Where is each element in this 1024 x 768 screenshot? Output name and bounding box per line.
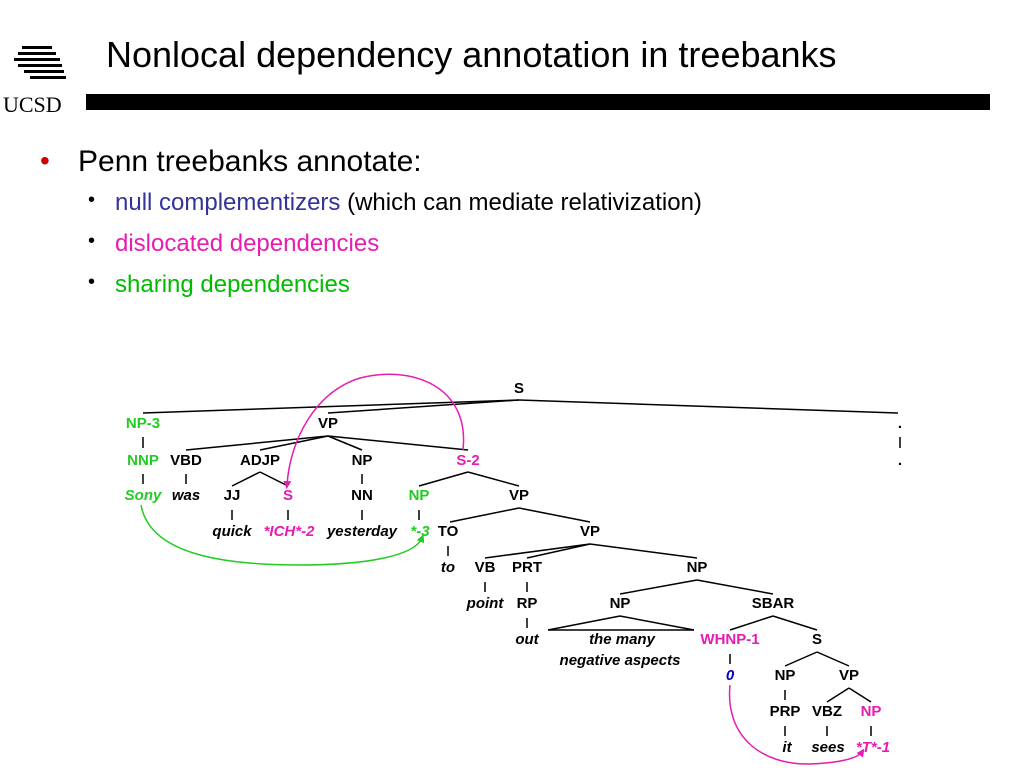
word-sony: Sony bbox=[125, 487, 162, 504]
node-SBAR: SBAR bbox=[752, 595, 795, 612]
null-complementizers-note: (which can mediate relativization) bbox=[340, 189, 702, 216]
node-NP-many: NP bbox=[610, 595, 631, 612]
node-NN: NN bbox=[351, 487, 373, 504]
bullet-dot: • bbox=[40, 145, 50, 176]
branch bbox=[589, 543, 698, 559]
null-complementizer-0: 0 bbox=[726, 667, 735, 684]
bullet-main: • Penn treebanks annotate: bbox=[40, 145, 702, 189]
sharing-dependencies-label: sharing dependencies bbox=[115, 271, 350, 298]
sub-bullet-dot: • bbox=[88, 189, 96, 211]
branch bbox=[185, 435, 329, 451]
branch bbox=[547, 615, 621, 631]
branch bbox=[449, 507, 520, 523]
null-complementizers-label: null complementizers bbox=[115, 189, 341, 216]
sharing-arc bbox=[140, 504, 425, 566]
bullet-dislocated-dependencies: • dislocated dependencies bbox=[40, 230, 702, 271]
node-period-top: . bbox=[898, 415, 902, 432]
trace-3: *-3 bbox=[410, 523, 430, 540]
branch bbox=[518, 399, 899, 414]
node-PRT: PRT bbox=[512, 559, 542, 576]
node-ADJP: ADJP bbox=[240, 452, 280, 469]
sub-bullet-dot: • bbox=[88, 230, 96, 252]
node-PRP: PRP bbox=[770, 703, 801, 720]
node-NP-trace: NP bbox=[861, 703, 882, 720]
node-VP: VP bbox=[318, 415, 338, 432]
node-NP-object: NP bbox=[687, 559, 708, 576]
branch bbox=[729, 615, 774, 631]
bullet-null-complementizers: • null complementizers (which can mediat… bbox=[40, 189, 702, 230]
node-S-root: S bbox=[514, 380, 524, 397]
sub-bullet-dot: • bbox=[88, 271, 96, 293]
branch bbox=[526, 543, 591, 559]
slide-title: Nonlocal dependency annotation in treeba… bbox=[106, 34, 837, 75]
phrase-negative-aspects: negative aspects bbox=[560, 652, 681, 669]
ucsd-logo bbox=[14, 46, 66, 79]
branch bbox=[142, 399, 520, 414]
branch bbox=[518, 507, 591, 523]
trace-ich-2: *ICH*-2 bbox=[264, 523, 316, 540]
node-S-ich: S bbox=[283, 487, 293, 504]
bullet-main-text: Penn treebanks annotate: bbox=[78, 145, 422, 178]
word-to: to bbox=[441, 559, 455, 576]
bullet-sharing-dependencies: • sharing dependencies bbox=[40, 271, 702, 312]
ich-dislocation-arc bbox=[283, 373, 465, 489]
branch bbox=[826, 687, 850, 703]
word-sees: sees bbox=[811, 739, 844, 756]
bullet-list: • Penn treebanks annotate: • null comple… bbox=[40, 145, 702, 312]
branch bbox=[619, 579, 698, 595]
node-VP-2: VP bbox=[509, 487, 529, 504]
word-yesterday: yesterday bbox=[326, 523, 398, 540]
word-point: point bbox=[466, 595, 505, 612]
branch bbox=[327, 399, 520, 414]
branch bbox=[816, 651, 850, 667]
relative-trace-arc bbox=[728, 684, 865, 765]
branch bbox=[327, 435, 469, 451]
dislocated-dependencies-label: dislocated dependencies bbox=[115, 230, 380, 257]
tree-labels: S NP-3 VP . NNP VBD ADJP NP S-2 . Sony w… bbox=[125, 380, 902, 756]
branch bbox=[467, 471, 520, 487]
node-NNP: NNP bbox=[127, 452, 159, 469]
branch bbox=[259, 471, 289, 487]
node-JJ: JJ bbox=[224, 487, 241, 504]
title-underline-bar bbox=[86, 94, 990, 110]
node-period-bottom: . bbox=[898, 452, 902, 469]
word-it: it bbox=[782, 739, 792, 756]
word-quick: quick bbox=[212, 523, 252, 540]
node-VBD: VBD bbox=[170, 452, 202, 469]
branch bbox=[772, 615, 818, 631]
node-VP-4: VP bbox=[839, 667, 859, 684]
node-NP-yesterday: NP bbox=[352, 452, 373, 469]
branch bbox=[484, 543, 591, 559]
node-TO: TO bbox=[438, 523, 459, 540]
branch bbox=[231, 471, 261, 487]
node-WHNP-1: WHNP-1 bbox=[700, 631, 759, 648]
word-was: was bbox=[172, 487, 200, 504]
node-NP-empty: NP bbox=[409, 487, 430, 504]
node-VP-3: VP bbox=[580, 523, 600, 540]
branch bbox=[327, 435, 363, 451]
node-VBZ: VBZ bbox=[812, 703, 842, 720]
node-S-relative: S bbox=[812, 631, 822, 648]
branch bbox=[619, 615, 695, 631]
node-NP-it: NP bbox=[775, 667, 796, 684]
branch bbox=[259, 435, 329, 451]
node-RP: RP bbox=[517, 595, 538, 612]
branch bbox=[696, 579, 774, 595]
logo-text: UCSD bbox=[3, 92, 62, 117]
word-out: out bbox=[515, 631, 539, 648]
phrase-the-many: the many bbox=[589, 631, 656, 648]
branch bbox=[784, 651, 818, 667]
trace-T-1: *T*-1 bbox=[856, 739, 890, 756]
node-VB: VB bbox=[475, 559, 496, 576]
node-NP-3: NP-3 bbox=[126, 415, 160, 432]
branch bbox=[848, 687, 872, 703]
node-S-2: S-2 bbox=[456, 452, 479, 469]
branch bbox=[418, 471, 469, 487]
